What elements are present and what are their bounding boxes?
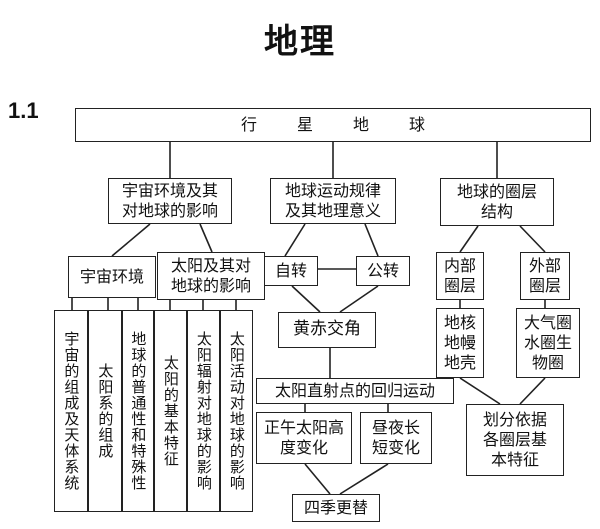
page-title: 地理	[264, 22, 336, 62]
node-outer-spheres-label: 外部圈层	[528, 256, 561, 295]
node-earth-spheres: 地球的圈层结构	[440, 178, 554, 226]
section-number: 1.1	[8, 98, 39, 123]
node-earth-uniqueness: 地球的普通性和特殊性	[122, 310, 154, 512]
node-subsolar-migration: 太阳直射点的回归运动	[256, 378, 454, 404]
node-four-seasons: 四季更替	[292, 494, 380, 522]
node-core-mantle-crust-label: 地核地幔地壳	[443, 313, 476, 372]
node-outer-spheres: 外部圈层	[520, 252, 570, 300]
node-revolution: 公转	[356, 256, 410, 286]
node-solar-activity: 太阳活动对地球的影响	[220, 310, 253, 512]
node-solar-system: 太阳系的组成	[88, 310, 122, 512]
node-sun-effect: 太阳及其对地球的影响	[157, 252, 265, 300]
node-sun-features-label: 太阳的基本特征	[161, 355, 180, 467]
node-solar-activity-label: 太阳活动对地球的影响	[227, 331, 246, 491]
node-solar-radiation: 太阳辐射对地球的影响	[187, 310, 220, 512]
node-noon-sun-height: 正午太阳高度变化	[256, 412, 352, 464]
node-earth-motion: 地球运动规律及其地理意义	[270, 178, 396, 224]
node-division-basis: 划分依据各圈层基本特征	[466, 404, 564, 476]
node-atmo-hydro-bio-label: 大气圈水圈生物圈	[523, 313, 572, 372]
node-atmo-hydro-bio: 大气圈水圈生物圈	[516, 308, 580, 378]
node-planet-earth: 行星地球	[75, 108, 591, 142]
node-inner-spheres: 内部圈层	[436, 252, 484, 300]
node-universe-composition-label: 宇宙的组成及天体系统	[62, 331, 81, 491]
node-sun-features: 太阳的基本特征	[154, 310, 187, 512]
node-universe-environment: 宇宙环境	[68, 256, 156, 298]
node-obliquity: 黄赤交角	[278, 312, 376, 348]
node-core-mantle-crust: 地核地幔地壳	[436, 308, 484, 378]
node-rotation: 自转	[264, 256, 318, 286]
node-earth-uniqueness-label: 地球的普通性和特殊性	[129, 331, 148, 491]
node-solar-system-label: 太阳系的组成	[96, 363, 115, 459]
node-universe-composition: 宇宙的组成及天体系统	[54, 310, 88, 512]
node-cosmic-environment: 宇宙环境及其对地球的影响	[108, 178, 232, 224]
node-day-night-length: 昼夜长短变化	[360, 412, 432, 464]
node-solar-radiation-label: 太阳辐射对地球的影响	[194, 331, 213, 491]
node-inner-spheres-label: 内部圈层	[443, 256, 476, 295]
